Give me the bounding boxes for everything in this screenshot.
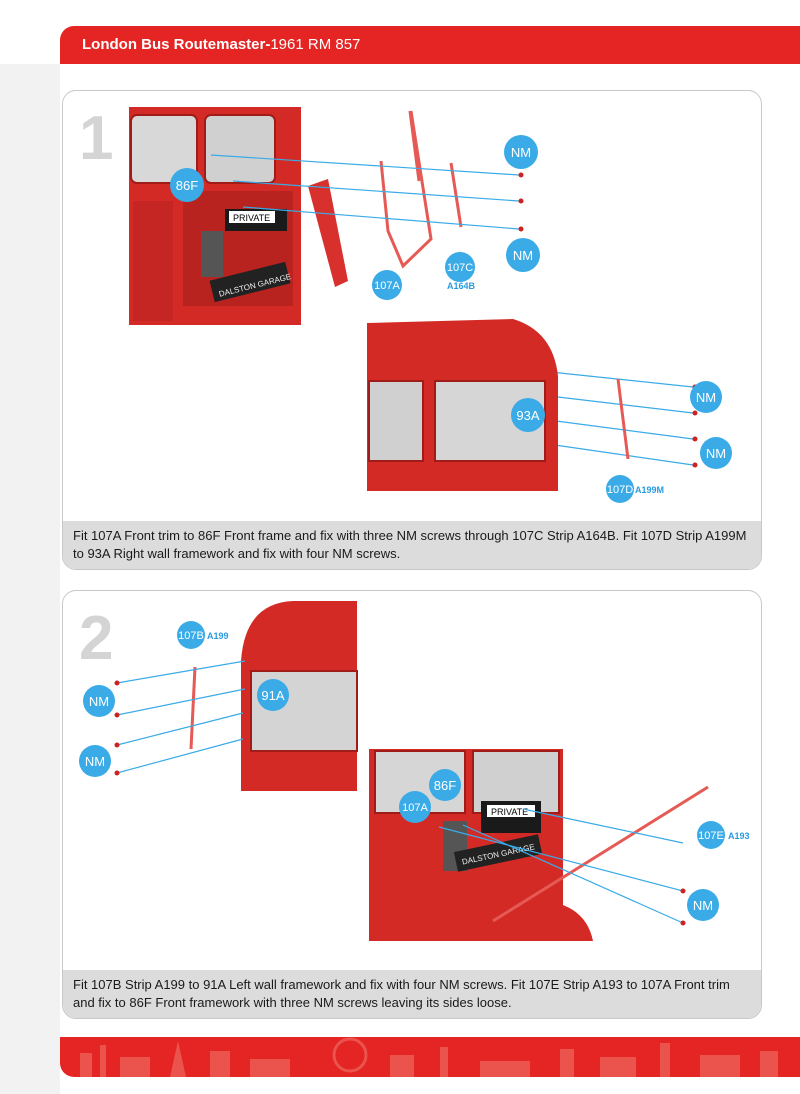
callout-nm-6: NM	[79, 745, 111, 777]
step-number-2: 2	[79, 604, 114, 673]
callout-107b: 107B	[177, 621, 205, 649]
header-bar: London Bus Routemaster-1961 RM 857	[60, 26, 800, 64]
callout-107c: 107C	[445, 252, 475, 282]
svg-text:107A: 107A	[374, 280, 400, 292]
private-sign: PRIVATE	[233, 213, 270, 223]
callout-86f-2: 86F	[429, 769, 461, 801]
callout-93a: 93A	[511, 398, 545, 432]
private-sign-2: PRIVATE	[491, 807, 528, 817]
step-2-leader-lines	[116, 660, 684, 924]
london-skyline-icon	[80, 1037, 778, 1077]
callout-107e: 107E	[697, 821, 725, 849]
svg-text:NM: NM	[85, 754, 105, 769]
step-1-leader-lines	[210, 154, 694, 466]
bus-front-image: PRIVATE DALSTON GARAGE	[129, 107, 301, 325]
svg-text:NM: NM	[89, 694, 109, 709]
svg-text:107A: 107A	[402, 802, 428, 814]
label-a199: A199	[207, 631, 229, 641]
step-1-illustration: PRIVATE DALSTON GARAGE	[129, 107, 732, 503]
svg-text:NM: NM	[693, 898, 713, 913]
svg-text:NM: NM	[513, 248, 533, 263]
callout-107d: 107D	[606, 475, 634, 503]
label-a199m: A199M	[635, 485, 664, 495]
bus-front-image-2: PRIVATE DALSTON GARAGE	[369, 749, 709, 941]
callout-nm-2: NM	[506, 238, 540, 272]
callout-86f: 86F	[170, 168, 204, 202]
callout-107a-2: 107A	[399, 791, 431, 823]
svg-text:107C: 107C	[447, 262, 473, 274]
bus-side-image	[367, 319, 630, 491]
strip-107b	[189, 666, 197, 750]
svg-text:NM: NM	[511, 145, 531, 160]
callout-nm-1: NM	[504, 135, 538, 169]
svg-text:107B: 107B	[178, 630, 204, 642]
callout-91a: 91A	[257, 679, 289, 711]
step-2-screws	[114, 680, 686, 926]
label-a164b: A164B	[447, 281, 476, 291]
svg-text:107D: 107D	[607, 484, 633, 496]
callout-107a: 107A	[372, 270, 402, 300]
svg-text:107E: 107E	[698, 830, 724, 842]
strip-107c	[449, 162, 463, 228]
strip-107e	[492, 785, 709, 923]
step-1-caption: Fit 107A Front trim to 86F Front frame a…	[63, 521, 761, 569]
label-a193: A193	[728, 831, 750, 841]
svg-text:91A: 91A	[261, 688, 284, 703]
callout-nm-7: NM	[687, 889, 719, 921]
callout-nm-4: NM	[700, 437, 732, 469]
step-2-panel: PRIVATE DALSTON GARAGE 107B A199 91A NM …	[62, 590, 762, 1019]
header-title: London Bus Routemaster-1961 RM 857	[82, 36, 361, 53]
step-number: 1	[79, 104, 114, 173]
svg-text:86F: 86F	[176, 178, 198, 193]
callout-nm-3: NM	[690, 381, 722, 413]
svg-text:NM: NM	[696, 390, 716, 405]
front-trim-parts	[308, 110, 463, 287]
svg-text:93A: 93A	[516, 408, 539, 423]
left-margin-strip	[0, 64, 60, 1094]
svg-text:86F: 86F	[434, 778, 456, 793]
trim-107a-piece	[308, 179, 348, 287]
step-2-illustration: PRIVATE DALSTON GARAGE 107B A199 91A NM …	[79, 601, 750, 941]
step-2-caption: Fit 107B Strip A199 to 91A Left wall fra…	[63, 970, 761, 1018]
callout-nm-5: NM	[83, 685, 115, 717]
footer-skyline-bar	[60, 1037, 800, 1077]
svg-text:NM: NM	[706, 446, 726, 461]
step-1-panel: PRIVATE DALSTON GARAGE	[62, 90, 762, 570]
strip-107d	[616, 378, 630, 460]
